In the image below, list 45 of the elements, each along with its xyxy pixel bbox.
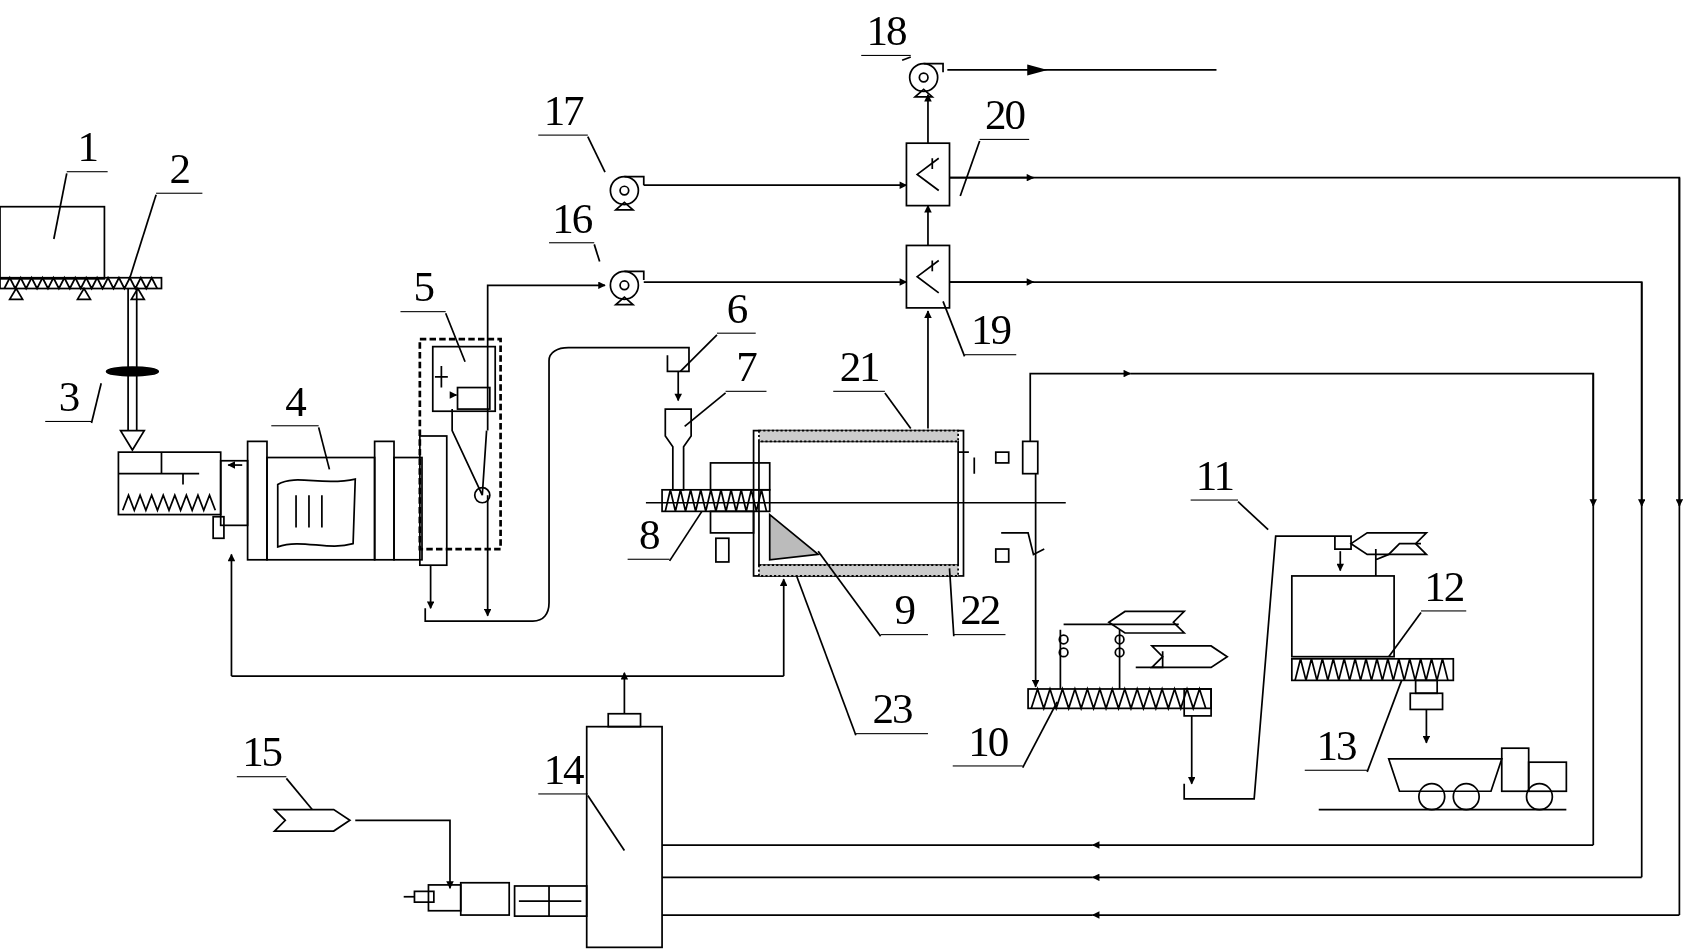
leader-line (679, 333, 718, 373)
callout-number: 22 (953, 587, 1006, 636)
callout-number: 20 (979, 92, 1030, 140)
callout-number: 10 (952, 719, 1023, 767)
callout-number: 9 (880, 587, 928, 636)
callout-number: 5 (400, 264, 446, 313)
callout-number: 1 (66, 124, 108, 173)
leader-line (586, 135, 606, 174)
leader-line (1237, 500, 1269, 531)
callout-number: 17 (538, 88, 588, 136)
leader-line (901, 56, 912, 62)
callout-number: 7 (725, 344, 767, 392)
leader-line (317, 426, 331, 471)
leader-line (959, 140, 981, 197)
leader-line (668, 510, 703, 562)
leader-line (1021, 701, 1058, 769)
callout-number: 21 (833, 344, 885, 392)
callout-number: 23 (855, 686, 928, 735)
callout-number: 8 (627, 512, 670, 560)
leader-line (593, 243, 601, 263)
leader-line (683, 392, 727, 428)
callout-number: 6 (716, 286, 756, 334)
leader-line (817, 550, 882, 638)
leader-line (52, 172, 68, 240)
leader-line (586, 794, 626, 852)
callout-number: 19 (964, 307, 1017, 356)
leader-line (285, 777, 314, 811)
leader-line (884, 392, 912, 430)
callout-number: 4 (271, 378, 319, 427)
leader-line (90, 382, 103, 424)
callout-number: 14 (538, 747, 588, 795)
leader-line (1387, 611, 1422, 658)
leader-line (444, 312, 466, 363)
callout-number: 12 (1421, 564, 1467, 612)
callout-number: 15 (236, 729, 287, 778)
leader-line (942, 300, 966, 358)
leader-line (128, 194, 157, 281)
leader-line (1366, 679, 1403, 773)
callout-number: 16 (549, 195, 595, 244)
callout-number: 18 (861, 8, 911, 56)
callout-number: 11 (1190, 453, 1238, 501)
leader-line (795, 575, 857, 737)
callout-number: 2 (156, 146, 203, 194)
callout-number: 3 (45, 374, 92, 422)
callout-number: 13 (1304, 723, 1368, 771)
